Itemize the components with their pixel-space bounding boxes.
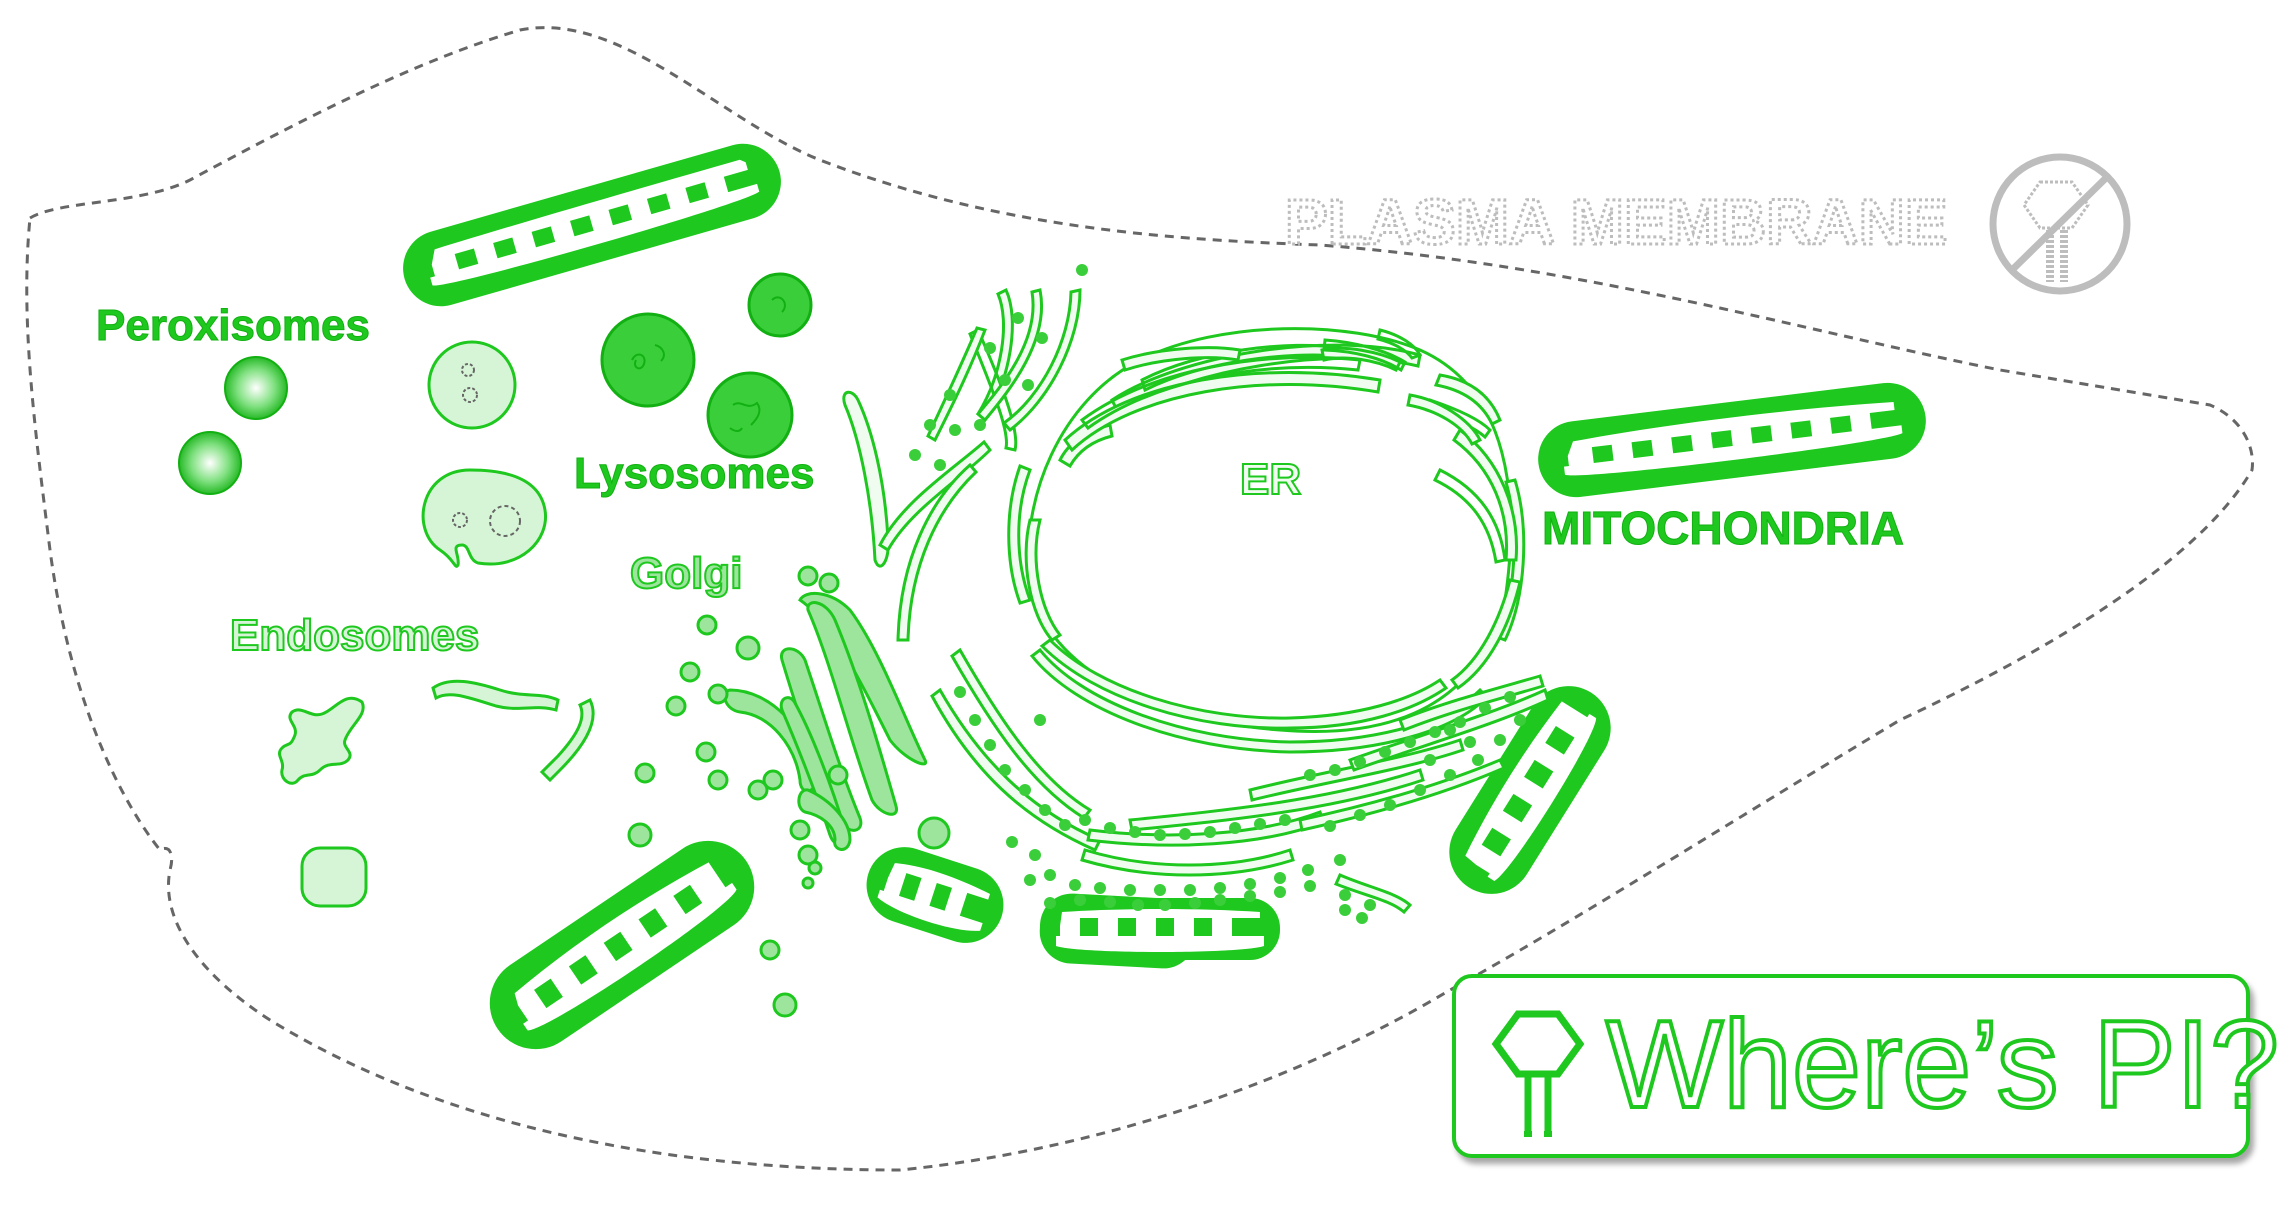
endosome [300, 846, 368, 908]
endosome-tubule [431, 679, 560, 712]
mitochondrion-curled [1449, 686, 1611, 894]
lysosome [600, 312, 696, 408]
er-ribosomes [909, 264, 1526, 924]
endosome [277, 696, 365, 785]
peroxisome [224, 356, 288, 420]
peroxisome [178, 431, 242, 495]
mitochondrion-under-er [1040, 898, 1280, 960]
mitochondrion-bottom-left [489, 840, 755, 1050]
mitochondrion-top [403, 143, 781, 307]
endosome [427, 340, 517, 430]
lysosome [747, 272, 813, 338]
mitochondrion-small [866, 847, 1004, 943]
label-er: ER [1240, 455, 1301, 504]
label-endosomes: Endosomes [230, 611, 479, 660]
label-lysosomes: Lysosomes [574, 449, 814, 498]
wheres-pi-callout: Where’s PI? [1452, 974, 2281, 1158]
callout-text: Where’s PI? [1604, 994, 2281, 1136]
endosome [421, 468, 548, 568]
nuclear-envelope [1007, 356, 1522, 730]
endosome-tubule [539, 697, 595, 783]
mitochondrion-right [1538, 382, 1926, 498]
label-mitochondria: MITOCHONDRIA [1542, 502, 1904, 554]
label-peroxisomes: Peroxisomes [96, 301, 370, 350]
cell-membrane-outline [25, 26, 2254, 1172]
label-golgi: Golgi [630, 549, 742, 598]
pi-lipid-crossed-out-icon [1989, 153, 2131, 295]
golgi-apparatus [723, 591, 928, 851]
pi-lipid-icon [1491, 1010, 1585, 1137]
label-plasma-membrane: PLASMA MEMBRANE [1285, 186, 1948, 258]
golgi-vesicles [627, 565, 951, 1018]
lysosome [706, 371, 794, 459]
